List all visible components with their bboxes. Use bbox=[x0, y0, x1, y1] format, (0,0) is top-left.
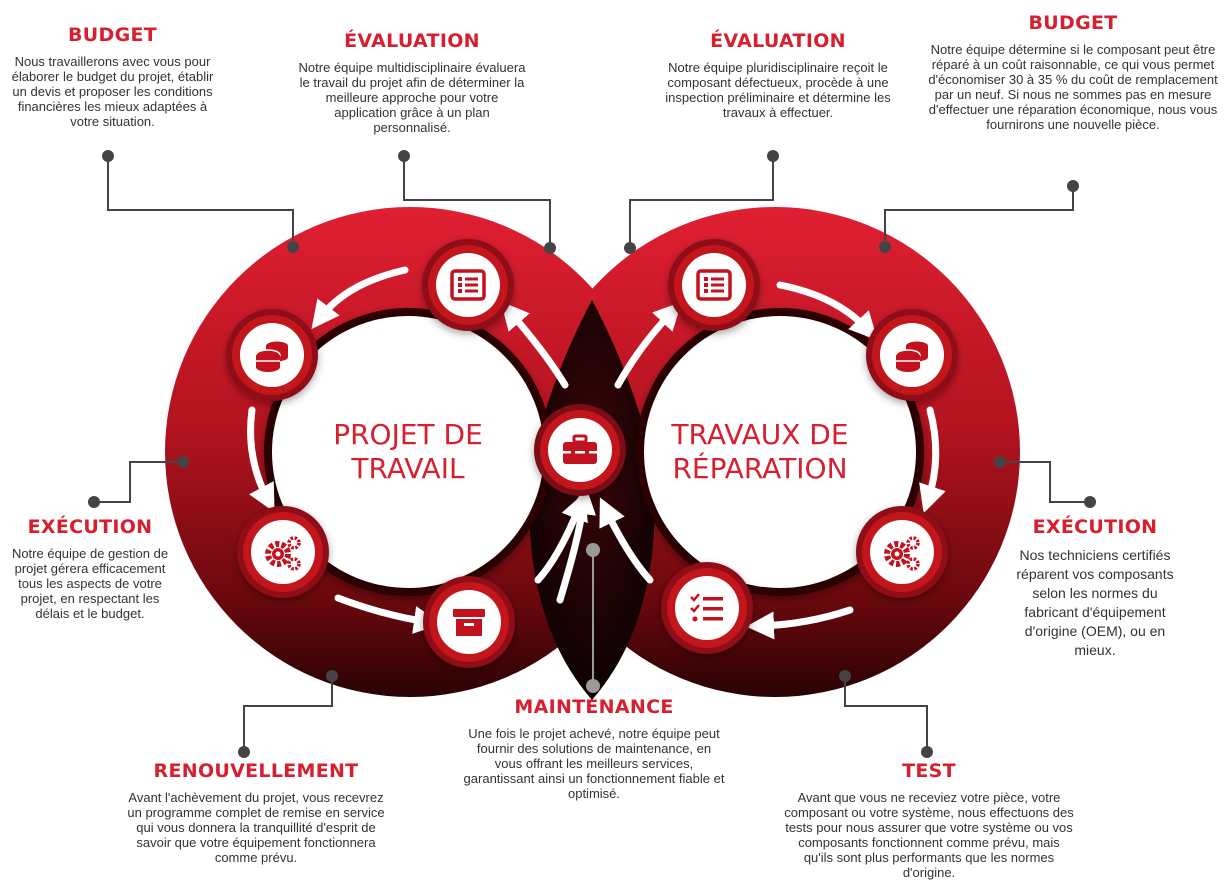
node-budget-left bbox=[226, 309, 318, 401]
right-hub-title-line2: RÉPARATION bbox=[672, 452, 848, 485]
node-renouvellement bbox=[423, 576, 515, 668]
block-title: EXÉCUTION bbox=[1032, 516, 1158, 538]
block-execution-left: EXÉCUTION Notre équipe de gestion de pro… bbox=[4, 516, 176, 621]
block-text: Notre équipe multidisciplinaire évaluera… bbox=[298, 60, 526, 135]
checklist-icon bbox=[696, 269, 732, 301]
block-title: MAINTENANCE bbox=[514, 696, 674, 718]
block-text: Avant l'achèvement du projet, vous recev… bbox=[127, 790, 385, 865]
arrow-center-up-left bbox=[556, 486, 597, 604]
block-maintenance: MAINTENANCE Une fois le projet achevé, n… bbox=[462, 696, 726, 801]
arrow-exec-to-renew bbox=[334, 594, 442, 634]
coins-icon bbox=[255, 341, 288, 372]
block-title: EXÉCUTION bbox=[27, 516, 153, 538]
block-title: ÉVALUATION bbox=[710, 30, 846, 52]
node-test bbox=[661, 562, 753, 654]
block-text: Avant que vous ne receviez votre pièce, … bbox=[784, 790, 1074, 880]
task-list-icon bbox=[690, 593, 723, 622]
connector-lines bbox=[94, 156, 1090, 752]
block-title: BUDGET bbox=[67, 24, 158, 46]
node-maintenance bbox=[534, 404, 626, 496]
arrow-center-to-eval-left bbox=[500, 301, 569, 389]
block-text: Notre équipe de gestion de projet gérera… bbox=[11, 546, 169, 621]
block-title: RENOUVELLEMENT bbox=[153, 760, 359, 782]
arrow-exec-to-test bbox=[746, 606, 854, 640]
block-text: Notre équipe détermine si le composant p… bbox=[928, 42, 1218, 132]
arrow-test-to-center bbox=[599, 497, 654, 584]
arrow-eval-to-budget-left bbox=[311, 266, 409, 330]
node-budget-right bbox=[866, 309, 958, 401]
node-evaluation-left bbox=[422, 239, 514, 331]
block-budget-left: BUDGET Nous travaillerons avec vous pour… bbox=[10, 24, 215, 129]
archive-box-icon bbox=[453, 609, 485, 636]
coins-icon bbox=[895, 341, 928, 372]
arrow-center-to-eval-right bbox=[614, 301, 682, 389]
block-evaluation-right: ÉVALUATION Notre équipe pluridisciplinai… bbox=[662, 30, 894, 120]
right-hub bbox=[636, 308, 924, 596]
node-execution-right bbox=[856, 506, 948, 598]
block-text: Une fois le projet achevé, notre équipe … bbox=[463, 726, 725, 801]
gears-icon bbox=[884, 536, 920, 571]
block-title: BUDGET bbox=[1028, 12, 1118, 34]
node-execution-left bbox=[237, 506, 329, 598]
block-text: Nos techniciens certifiés réparent vos c… bbox=[1016, 547, 1174, 658]
checklist-icon bbox=[450, 269, 486, 301]
block-text: Nous travaillerons avec vous pour élabor… bbox=[11, 54, 214, 129]
gears-icon bbox=[265, 536, 301, 571]
flow-arrows bbox=[247, 266, 946, 640]
block-title: ÉVALUATION bbox=[344, 30, 480, 52]
block-renouvellement: RENOUVELLEMENT Avant l'achèvement du pro… bbox=[120, 760, 392, 865]
block-test: TEST Avant que vous ne receviez votre pi… bbox=[784, 760, 1074, 880]
left-hub-title: PROJET DE TRAVAIL bbox=[288, 418, 528, 486]
block-budget-right: BUDGET Notre équipe détermine si le comp… bbox=[928, 12, 1218, 132]
maintenance-dot-top bbox=[586, 543, 600, 557]
right-hub-title-line1: TRAVAUX DE bbox=[671, 418, 849, 451]
left-hub-title-line1: PROJET DE bbox=[333, 418, 483, 451]
toolbox-icon bbox=[563, 434, 597, 464]
connector-dots bbox=[88, 150, 1096, 758]
block-execution-right: EXÉCUTION Nos techniciens certifiés répa… bbox=[1010, 516, 1180, 660]
block-text: Notre équipe pluridisciplinaire reçoit l… bbox=[665, 60, 891, 120]
right-hub-title: TRAVAUX DE RÉPARATION bbox=[640, 418, 880, 486]
maintenance-dot-bottom bbox=[586, 679, 600, 693]
node-evaluation-right bbox=[668, 239, 760, 331]
arrow-budget-to-exec-right bbox=[919, 406, 946, 514]
block-title: TEST bbox=[902, 760, 956, 782]
arrow-eval-to-budget-right bbox=[776, 281, 878, 341]
left-hub-title-line2: TRAVAIL bbox=[351, 452, 465, 485]
arrow-budget-to-exec-left bbox=[247, 406, 275, 513]
block-evaluation-left: ÉVALUATION Notre équipe multidisciplinai… bbox=[296, 30, 528, 135]
